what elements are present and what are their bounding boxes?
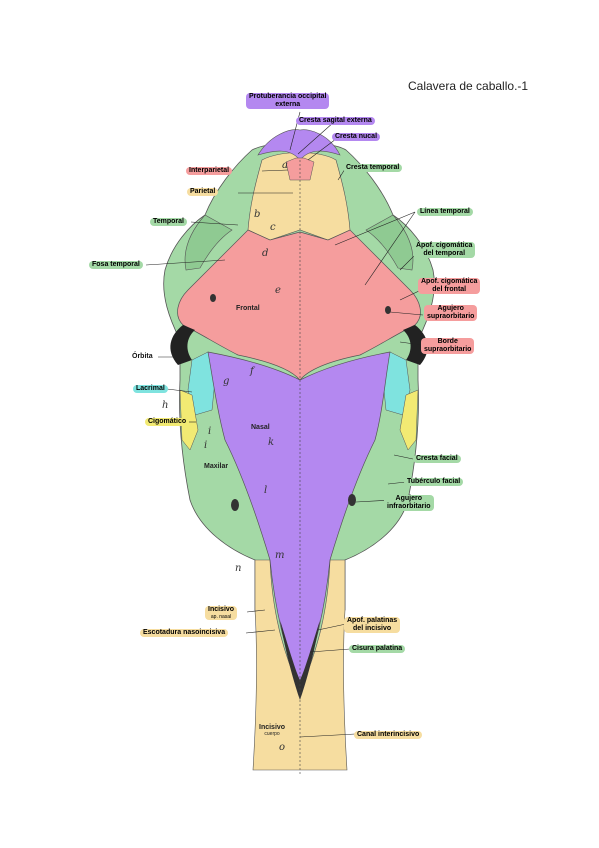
label-cisura-palatina: Cisura palatina	[349, 645, 406, 653]
orbit-right-rim	[403, 325, 428, 365]
nasal-bone	[207, 351, 391, 691]
label-linea-temporal: Línea temporal	[417, 208, 473, 216]
incisivo-cuerpo-sub: cuerpo	[264, 731, 280, 737]
letter-c: c	[270, 222, 276, 233]
label-apof-cig-temporal-line2: del temporal	[423, 250, 466, 257]
label-agujero-supra-line1: Agujero	[437, 305, 464, 312]
letter-i: i	[208, 426, 212, 437]
page-title: Calavera de caballo.-1	[408, 79, 529, 93]
label-temporal: Temporal	[150, 218, 187, 226]
letter-h: h	[162, 400, 169, 411]
supraorbital-foramen-right	[385, 306, 391, 314]
letter-m: m	[275, 550, 285, 561]
letter-i2: i	[204, 440, 208, 451]
label-incisivo-ap-sub: ap. nasal	[210, 614, 232, 620]
leader-lines	[145, 111, 424, 738]
label-apof-palatinas-line2: del incisivo	[353, 625, 392, 632]
label-agujero-supra: Agujero supraorbitario	[424, 305, 478, 321]
infraorbital-foramen-left	[231, 499, 239, 511]
label-parietal: Parietal	[187, 188, 219, 196]
label-cresta-temporal: Cresta temporal	[343, 164, 403, 172]
label-apof-cig-frontal: Apof. cigomática del frontal	[418, 278, 481, 294]
label-apof-cig-temporal: Apof. cigomática del temporal	[413, 242, 476, 258]
label-protuberancia: Protuberancia occipital externa	[246, 93, 330, 109]
zygomatic-bone-right	[399, 389, 419, 451]
supraorbital-foramen-left	[210, 294, 216, 302]
label-protuberancia-line1: Protuberancia occipital	[249, 93, 327, 100]
orbit-left-rim	[170, 325, 195, 365]
letter-k: k	[268, 437, 275, 448]
zygomatic-bone-left	[179, 389, 199, 451]
label-agujero-infra-line2: infraorbitario	[387, 503, 431, 510]
letter-g: g	[223, 376, 230, 387]
frontal-bone	[177, 229, 421, 381]
label-protuberancia-line2: externa	[275, 101, 301, 108]
label-apof-cig-frontal-line1: Apof. cigomática	[421, 278, 478, 285]
label-cresta-sagital: Cresta sagital externa	[296, 117, 375, 125]
letter-o: o	[279, 742, 286, 753]
temporal-fossa-left	[184, 214, 233, 271]
label-agujero-infra: Agujero infraorbitario	[384, 495, 434, 511]
label-apof-palatinas-line1: Apof. palatinas	[347, 617, 398, 624]
nasal-label: Nasal	[251, 424, 270, 431]
temporal-fossa-right	[365, 214, 414, 271]
letter-l: l	[264, 485, 268, 496]
label-fosa-temporal: Fosa temporal	[89, 261, 143, 269]
label-apof-cig-frontal-line2: del frontal	[432, 286, 467, 293]
label-interparietal: Interparietal	[186, 167, 233, 175]
label-borde-supra: Borde supraorbitario	[421, 338, 475, 354]
label-borde-supra-line2: supraorbitario	[424, 346, 472, 353]
label-cigomatico: Cigomático	[145, 418, 190, 426]
incisivo-cuerpo-label: Incisivo cuerpo	[259, 724, 285, 737]
letter-e: e	[275, 285, 281, 296]
label-canal-interincisivo: Canal interincisivo	[354, 731, 423, 739]
frontal-label: Frontal	[236, 305, 260, 312]
label-apof-cig-temporal-line1: Apof. cigomática	[416, 242, 473, 249]
letter-d: d	[262, 248, 269, 259]
label-lacrimal: Lacrimal	[133, 385, 168, 393]
label-cresta-facial: Cresta facial	[413, 455, 461, 463]
incisivo-cuerpo-text: Incisivo	[259, 724, 286, 731]
label-apof-palatinas: Apof. palatinas del incisivo	[344, 617, 401, 633]
letter-n: n	[235, 563, 242, 574]
occipital-protuberance	[257, 129, 341, 161]
label-orbita: Órbita	[132, 353, 153, 360]
label-incisivo-ap-line1: Incisivo	[208, 606, 235, 613]
incisive-bone-body	[252, 559, 348, 771]
letter-b: b	[254, 209, 261, 220]
label-escotadura: Escotadura nasoincisiva	[140, 629, 229, 637]
letter-a: a	[282, 160, 288, 171]
letter-f: f	[250, 366, 254, 377]
label-incisivo-ap: Incisivo ap. nasal	[205, 606, 238, 620]
infraorbital-foramen-right	[348, 494, 356, 506]
maxilar-label: Maxilar	[204, 463, 229, 470]
label-cresta-nucal: Cresta nucal	[332, 133, 381, 141]
label-borde-supra-line1: Borde	[437, 338, 458, 345]
label-agujero-infra-line1: Agujero	[395, 495, 422, 502]
label-agujero-supra-line2: supraorbitario	[427, 313, 475, 320]
label-tuberculo-facial: Tubérculo facial	[404, 478, 464, 486]
